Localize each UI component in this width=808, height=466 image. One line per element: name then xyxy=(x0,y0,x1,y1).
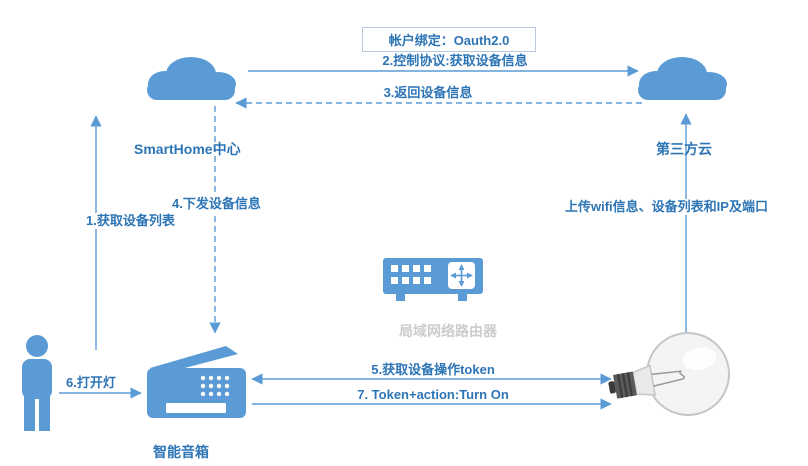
edge-label-push-device-info: 4.下发设备信息 xyxy=(169,196,264,212)
smart-speaker-label: 智能音箱 xyxy=(153,444,209,460)
smart-speaker-icon xyxy=(147,346,246,418)
third-party-cloud-label: 第三方云 xyxy=(656,141,712,157)
third-party-cloud-icon xyxy=(638,57,727,100)
router-icon xyxy=(383,258,483,301)
edge-label-token-action: 7. Token+action:Turn On xyxy=(354,387,512,403)
edge-label-turn-on-light: 6.打开灯 xyxy=(66,375,116,390)
bulb-screw-base xyxy=(608,371,637,399)
smarthome-center-label: SmartHome中心 xyxy=(134,141,241,157)
edge-label-return-device-info: 3.返回设备信息 xyxy=(383,85,473,100)
bulb-filament xyxy=(651,370,685,387)
edge-label-upload-wifi-info: 上传wifi信息、设备列表和IP及端口 xyxy=(562,199,771,215)
edge-label-control-protocol: 2.控制协议:获取设备信息 xyxy=(382,53,528,68)
user-icon xyxy=(22,335,52,431)
light-bulb-icon xyxy=(608,332,730,416)
edge-label-get-device-list: 1.获取设备列表 xyxy=(83,213,178,229)
router-arrows-glyph xyxy=(450,264,473,287)
router-watermark-label: 局域网络路由器 xyxy=(399,323,497,339)
oauth-binding-box: 帐户绑定：Oauth2.0 xyxy=(362,27,536,52)
smarthome-cloud-icon xyxy=(147,57,236,100)
edge-label-get-token: 5.获取设备操作token xyxy=(368,362,498,378)
